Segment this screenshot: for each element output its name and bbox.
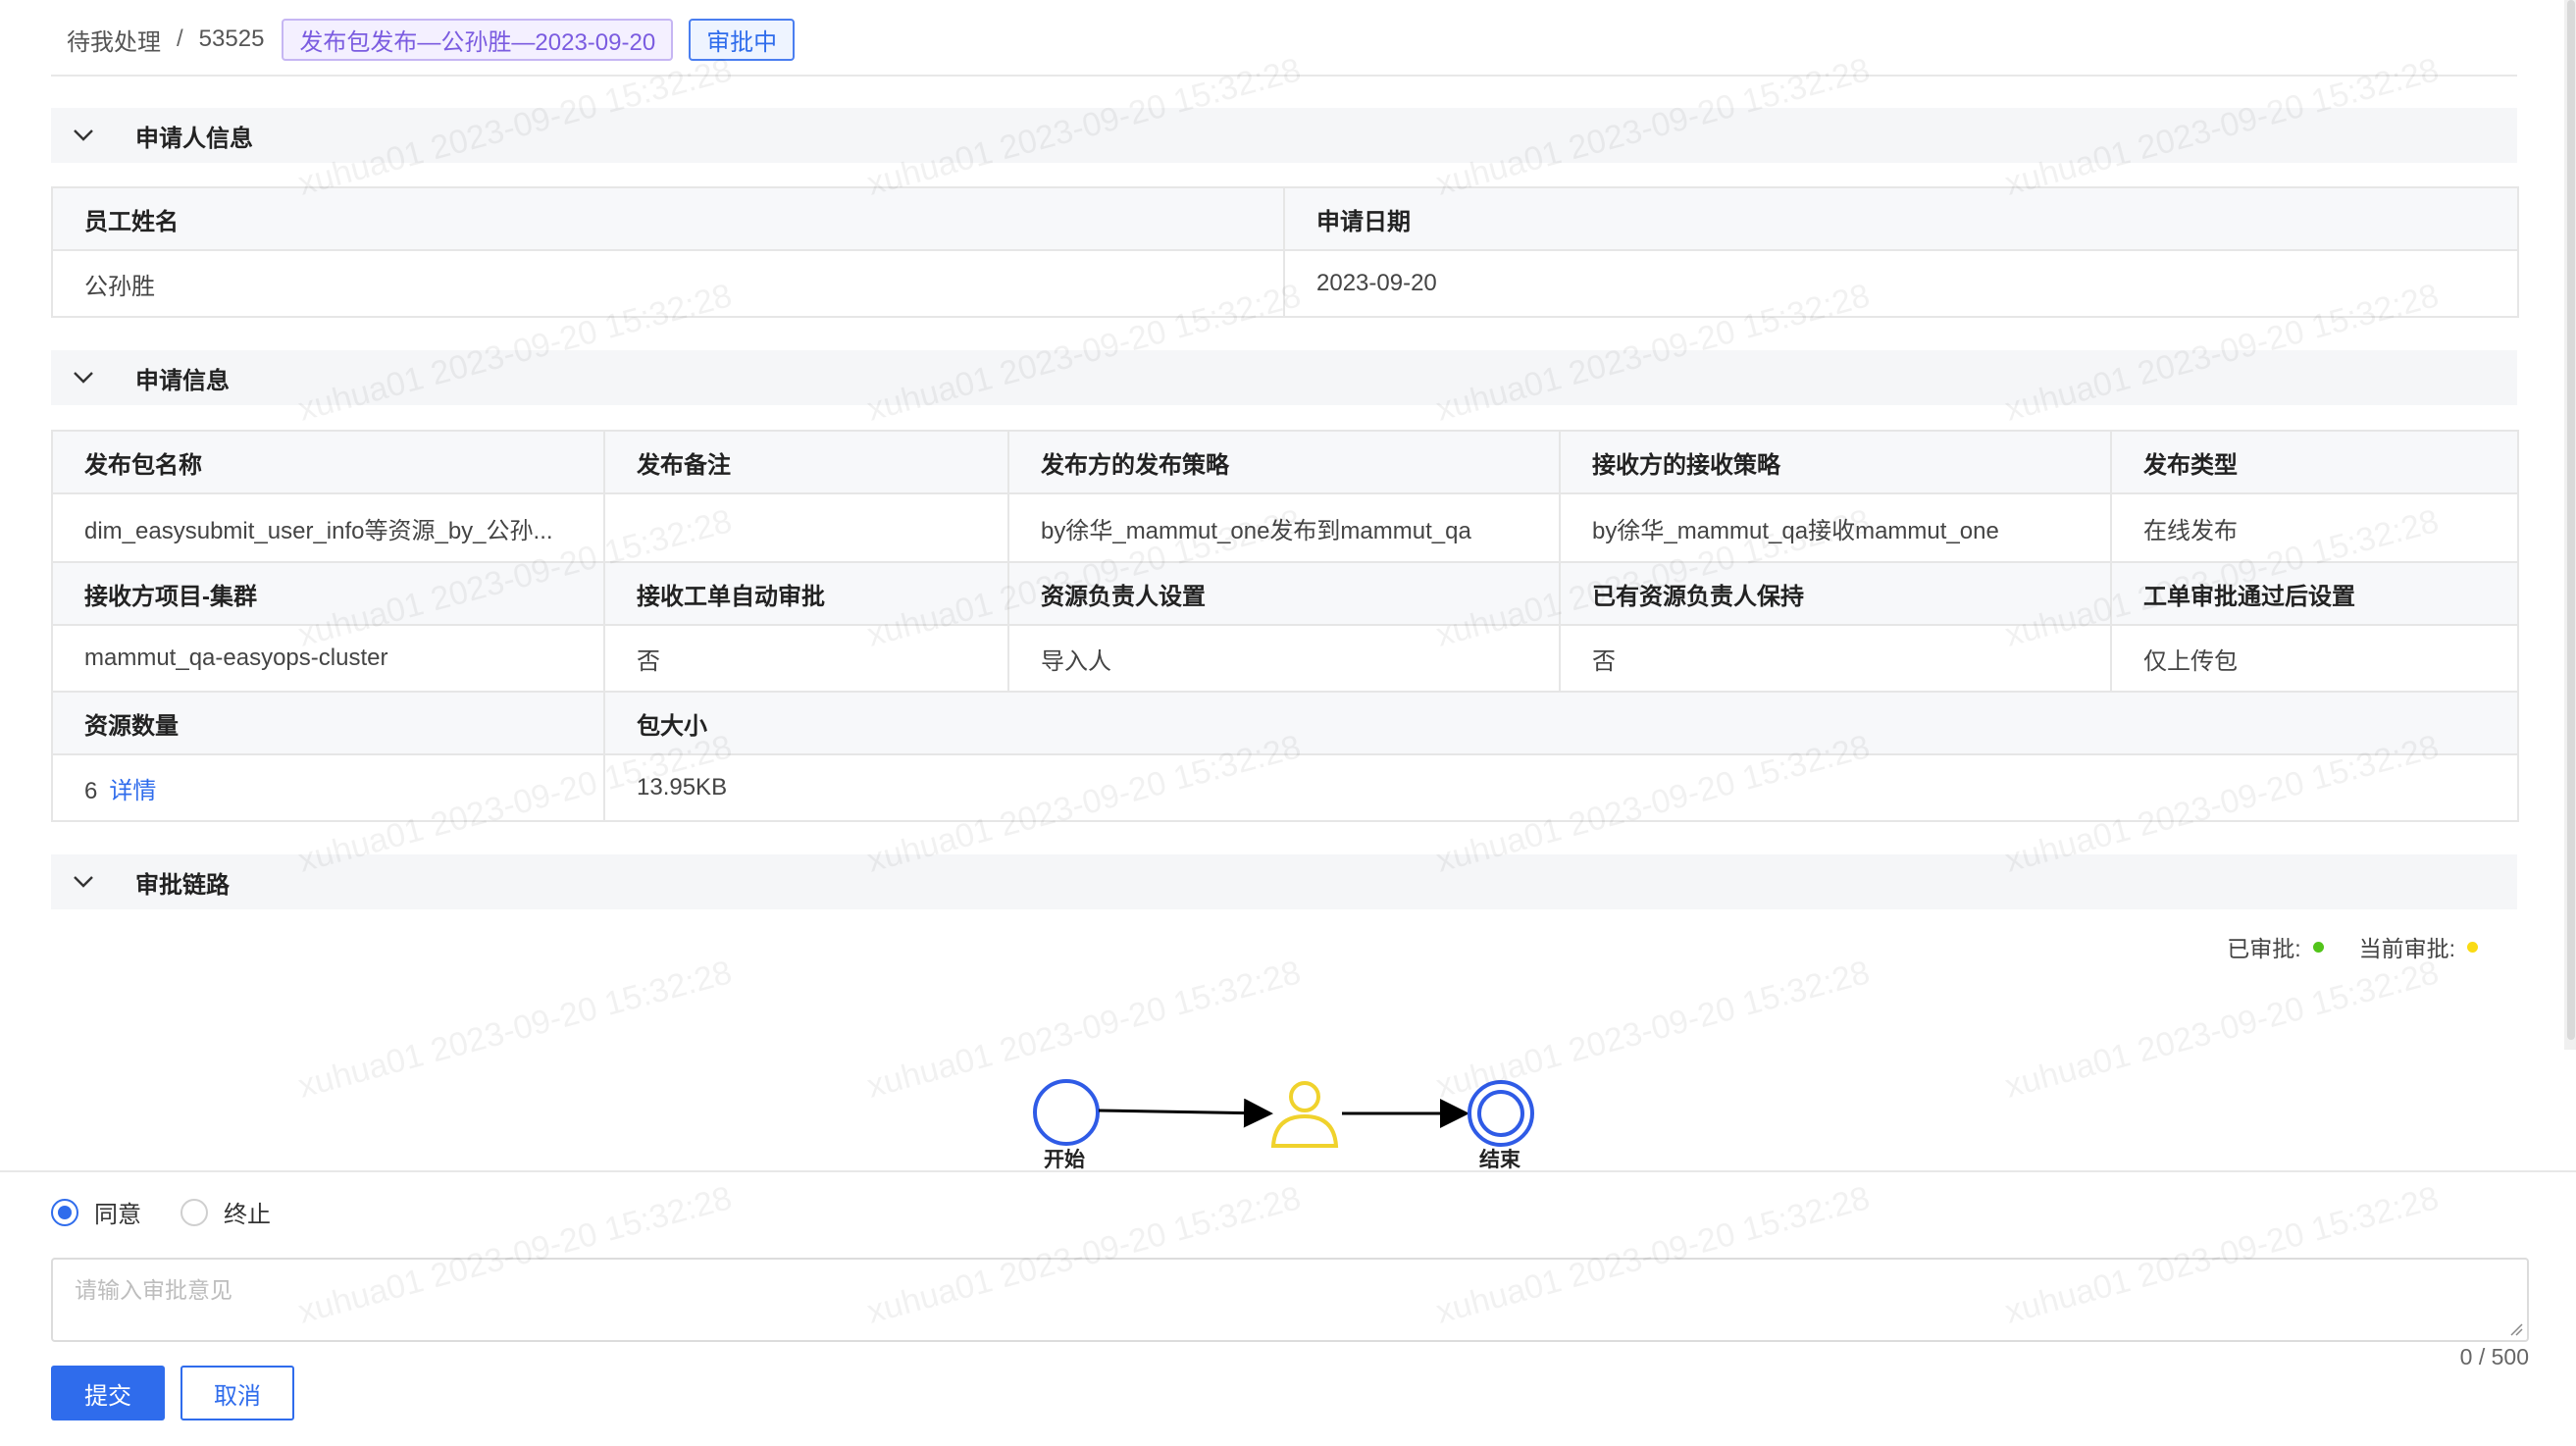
approver-node-icon[interactable] <box>1270 1081 1339 1148</box>
terminate-radio[interactable] <box>180 1198 208 1226</box>
table-cell: 公孙胜 <box>51 249 1285 318</box>
table-cell: 否 <box>603 624 1009 693</box>
cancel-button[interactable]: 取消 <box>180 1366 294 1420</box>
approval-panel <box>0 1170 2576 1446</box>
section-title: 申请信息 <box>135 367 230 394</box>
flow-end-label: 结束 <box>1479 1149 1520 1171</box>
watermark: xuhua01 2023-09-20 15:32:28 <box>294 954 736 1106</box>
ticket-title-tag: 发布包发布—公孙胜—2023-09-20 <box>282 18 674 61</box>
breadcrumb-parent[interactable]: 待我处理 <box>67 28 161 56</box>
table-header-cell: 发布方的发布策略 <box>1007 430 1561 494</box>
table-header-cell: 接收工单自动审批 <box>603 561 1009 626</box>
table-header-cell: 接收方的接收策略 <box>1559 430 2112 494</box>
header-divider <box>51 75 2517 77</box>
table-cell <box>603 492 1009 563</box>
approval-options: 同意 终止 <box>51 1195 271 1229</box>
detail-link[interactable]: 详情 <box>109 777 157 804</box>
ticket-id: 53525 <box>198 26 265 52</box>
table-cell: 导入人 <box>1007 624 1561 693</box>
terminate-label[interactable]: 终止 <box>224 1202 271 1228</box>
table-header-cell: 包大小 <box>603 691 2519 755</box>
table-cell: dim_easysubmit_user_info等资源_by_公孙... <box>51 492 605 563</box>
table-header-cell: 资源数量 <box>51 691 605 755</box>
breadcrumb: 待我处理 / 53525 发布包发布—公孙胜—2023-09-20 审批中 <box>67 18 796 61</box>
flow-arrow <box>1098 1098 1273 1128</box>
section-title: 申请人信息 <box>135 125 253 152</box>
table-cell: 13.95KB <box>603 753 2519 822</box>
chevron-down-icon <box>73 371 108 385</box>
breadcrumb-separator: / <box>177 26 183 52</box>
table-header-cell: 资源负责人设置 <box>1007 561 1561 626</box>
textarea-placeholder: 请输入审批意见 <box>75 1277 232 1303</box>
table-cell: 2023-09-20 <box>1283 249 2519 318</box>
agree-radio[interactable] <box>51 1198 78 1226</box>
scrollbar-thumb[interactable] <box>2567 0 2575 1040</box>
table-cell: 6 详情 <box>51 753 605 822</box>
table-header-cell: 员工姓名 <box>51 186 1285 251</box>
start-node-icon[interactable] <box>1033 1079 1100 1146</box>
applicant-table: 员工姓名 申请日期 公孙胜 2023-09-20 <box>51 186 2519 318</box>
chevron-down-icon <box>73 875 108 889</box>
watermark: xuhua01 2023-09-20 15:32:28 <box>2001 954 2443 1106</box>
section-title: 审批链路 <box>135 871 230 899</box>
table-cell: mammut_qa-easyops-cluster <box>51 624 605 693</box>
end-node-inner <box>1477 1090 1524 1137</box>
status-badge: 审批中 <box>689 18 796 61</box>
agree-label[interactable]: 同意 <box>94 1202 141 1228</box>
scrollbar-track[interactable] <box>2564 0 2576 1050</box>
table-header-cell: 发布备注 <box>603 430 1009 494</box>
current-dot-icon <box>2467 941 2478 953</box>
table-header-cell: 申请日期 <box>1283 186 2519 251</box>
section-header-approval-chain[interactable]: 审批链路 <box>51 854 2517 909</box>
char-counter: 0 / 500 <box>2459 1344 2529 1369</box>
approval-flow-diagram <box>1033 1079 1534 1148</box>
application-table: 发布包名称 发布备注 发布方的发布策略 接收方的接收策略 发布类型 dim_ea… <box>51 430 2519 822</box>
chevron-down-icon <box>73 129 108 142</box>
approval-legend: 已审批: 当前审批: <box>2227 930 2478 963</box>
section-header-application[interactable]: 申请信息 <box>51 350 2517 405</box>
table-cell: 在线发布 <box>2110 492 2519 563</box>
table-header-cell: 发布包名称 <box>51 430 605 494</box>
table-header-cell: 工单审批通过后设置 <box>2110 561 2519 626</box>
approval-comment-textarea[interactable]: 请输入审批意见 <box>51 1258 2529 1342</box>
table-cell: 否 <box>1559 624 2112 693</box>
flow-start-label: 开始 <box>1044 1149 1085 1171</box>
table-cell: by徐华_mammut_one发布到mammut_qa <box>1007 492 1561 563</box>
table-cell: by徐华_mammut_qa接收mammut_one <box>1559 492 2112 563</box>
section-header-applicant[interactable]: 申请人信息 <box>51 108 2517 163</box>
resize-handle-icon[interactable] <box>2509 1322 2523 1336</box>
resource-count: 6 <box>84 777 98 804</box>
table-header-cell: 发布类型 <box>2110 430 2519 494</box>
table-header-cell: 接收方项目-集群 <box>51 561 605 626</box>
submit-button[interactable]: 提交 <box>51 1366 165 1420</box>
legend-approved-label: 已审批: <box>2227 936 2301 961</box>
legend-current-label: 当前审批: <box>2358 936 2455 961</box>
table-header-cell: 已有资源负责人保持 <box>1559 561 2112 626</box>
table-cell: 仅上传包 <box>2110 624 2519 693</box>
approved-dot-icon <box>2312 941 2324 953</box>
